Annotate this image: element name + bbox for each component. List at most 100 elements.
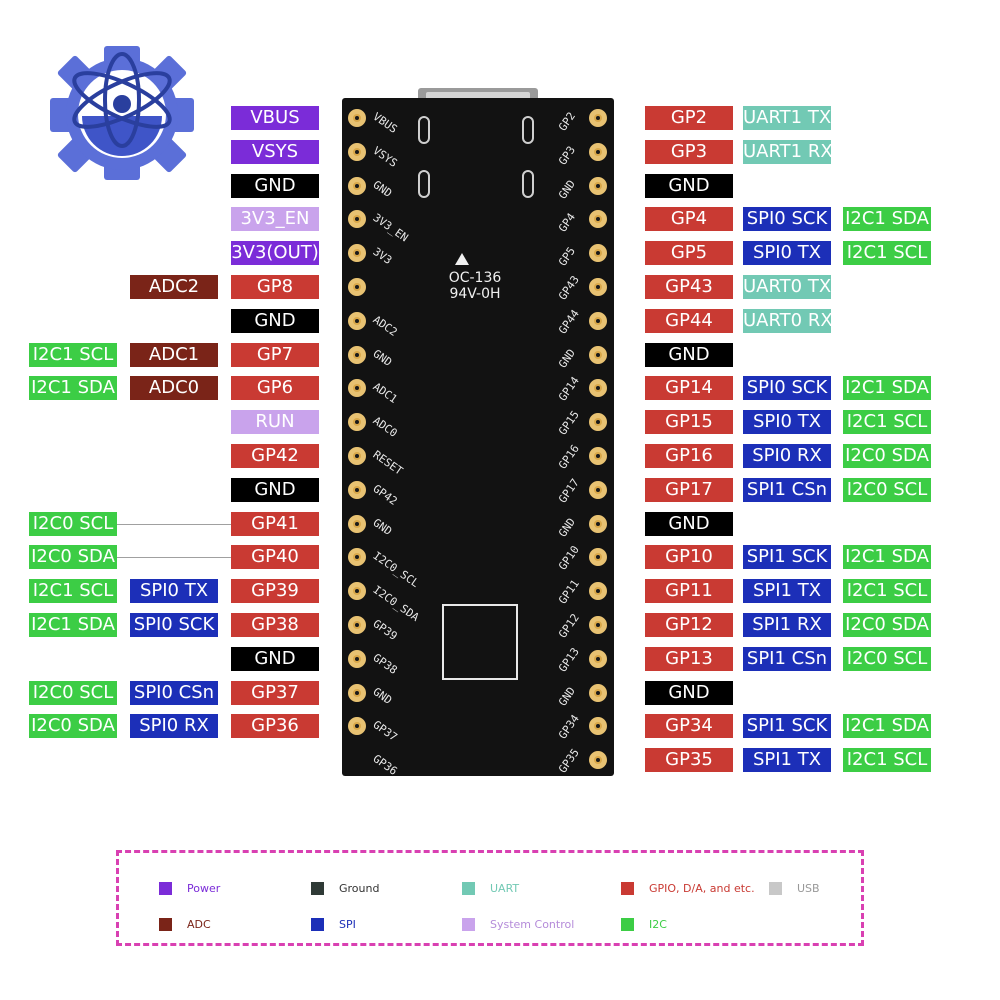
left-pin-pad-9 [348,413,366,432]
right-pin-pad-0 [589,109,607,127]
right-pin-pad-7 [589,345,607,364]
left-pin-pad-0 [348,109,366,127]
right-label-gp10-13: GP10 [645,545,733,570]
legend-label-usb: USB [797,882,820,895]
left-label-gp41-12: GP41 [231,511,319,536]
legend-label-ground: Ground [339,882,380,895]
legend-swatch-system-control [462,918,475,931]
right-pin-pad-6 [589,311,607,330]
left-label-gp40-13: GP40 [231,545,319,570]
right-label-spi1-sck-18-0: SPI1 SCK [743,714,831,739]
right-label-gp11-14: GP11 [645,579,733,604]
right-pin-pad-3 [589,210,607,229]
right-label-spi0-rx-10-0: SPI0 RX [743,444,831,468]
left-pin-pad-18 [348,717,366,736]
left-label-gnd-11: GND [231,477,319,502]
left-label-3v3-en-3: 3V3_EN [231,207,319,232]
right-pin-pad-1 [589,142,607,161]
left-pin-pad-6 [348,311,366,330]
right-label-i2c1-scl-19-1: I2C1 SCL [843,748,931,773]
right-label-gp5-4: GP5 [645,241,733,266]
left-label-i2c1-scl-7-1: I2C1 SCL [29,342,117,367]
right-label-spi1-sck-13-0: SPI1 SCK [743,545,831,570]
right-pin-pad-14 [589,582,607,601]
right-label-gnd-2: GND [645,173,733,198]
left-pin-pad-1 [348,142,366,161]
right-label-gp44-6: GP44 [645,308,733,333]
left-pin-pad-4 [348,244,366,263]
right-pin-pad-16 [589,649,607,668]
left-label-spi0-csn-17-0: SPI0 CSn [130,680,218,705]
right-label-uart1-tx-0-0: UART1 TX [743,106,831,130]
left-label-vbus-0: VBUS [231,106,319,130]
left-pin-pad-2 [348,176,366,195]
right-label-spi1-tx-19-0: SPI1 TX [743,748,831,773]
left-label-spi0-tx-14-0: SPI0 TX [130,579,218,604]
legend-label-i2c: I2C [649,918,667,931]
board-marking-1: OC-136 [448,270,502,286]
right-pin-pad-10 [589,447,607,465]
legend-label-adc: ADC [187,918,211,931]
left-label-gp7-7: GP7 [231,342,319,367]
right-label-i2c1-sda-3-1: I2C1 SDA [843,207,931,232]
right-label-spi1-csn-16-0: SPI1 CSn [743,646,831,671]
left-label-gp38-15: GP38 [231,613,319,637]
pcb-board [342,98,614,776]
legend-label-system-control: System Control [490,918,575,931]
left-label-i2c0-sda-18-1: I2C0 SDA [29,714,117,739]
left-pin-pad-16 [348,649,366,668]
left-pin-pad-7 [348,345,366,364]
right-label-i2c1-sda-18-1: I2C1 SDA [843,714,931,739]
right-label-spi0-tx-4-0: SPI0 TX [743,241,831,266]
board-button-left-2 [418,170,430,198]
right-label-gp14-8: GP14 [645,376,733,401]
left-label-run-9: RUN [231,410,319,435]
left-label-gnd-6: GND [231,308,319,333]
left-label-gp39-14: GP39 [231,579,319,604]
right-label-gp15-9: GP15 [645,410,733,435]
right-label-spi1-tx-14-0: SPI1 TX [743,579,831,604]
connector-line-12 [117,523,231,525]
legend-swatch-i2c [621,918,634,931]
right-label-i2c0-sda-10-1: I2C0 SDA [843,444,931,468]
legend-swatch-usb [769,882,782,895]
right-pin-pad-4 [589,244,607,263]
legend-swatch-gpio [621,882,634,895]
right-label-gnd-12: GND [645,511,733,536]
right-label-gp34-18: GP34 [645,714,733,739]
right-label-i2c1-scl-14-1: I2C1 SCL [843,579,931,604]
left-pin-pad-5 [348,278,366,296]
left-label-spi0-rx-18-0: SPI0 RX [130,714,218,739]
right-pin-pad-18 [589,717,607,736]
right-label-spi0-tx-9-0: SPI0 TX [743,410,831,435]
right-label-gp12-15: GP12 [645,613,733,637]
right-pin-pad-17 [589,683,607,702]
right-pin-pad-19 [589,751,607,770]
right-label-gp3-1: GP3 [645,139,733,164]
right-label-gnd-17: GND [645,680,733,705]
left-label-adc0-8-0: ADC0 [130,376,218,401]
board-button-left [418,116,430,144]
right-label-i2c1-sda-8-1: I2C1 SDA [843,376,931,401]
left-label-i2c0-scl-12-0: I2C0 SCL [29,511,117,536]
right-label-gp43-5: GP43 [645,275,733,299]
connector-line-13 [117,557,231,559]
left-label-adc2-5-0: ADC2 [130,275,218,299]
right-pin-pad-13 [589,548,607,567]
right-pin-pad-9 [589,413,607,432]
right-label-i2c1-sda-13-1: I2C1 SDA [843,545,931,570]
legend-swatch-uart [462,882,475,895]
left-pin-pad-10 [348,447,366,465]
legend-label-spi: SPI [339,918,356,931]
right-label-gp2-0: GP2 [645,106,733,130]
right-label-i2c0-scl-16-1: I2C0 SCL [843,646,931,671]
left-pin-pad-14 [348,582,366,601]
left-label-i2c1-sda-8-1: I2C1 SDA [29,376,117,401]
left-pin-pad-12 [348,514,366,533]
right-label-gnd-7: GND [645,342,733,367]
right-label-i2c1-scl-9-1: I2C1 SCL [843,410,931,435]
right-label-uart0-tx-5-0: UART0 TX [743,275,831,299]
right-pin-pad-12 [589,514,607,533]
right-pin-pad-11 [589,480,607,499]
gear-atom-logo [50,46,194,180]
